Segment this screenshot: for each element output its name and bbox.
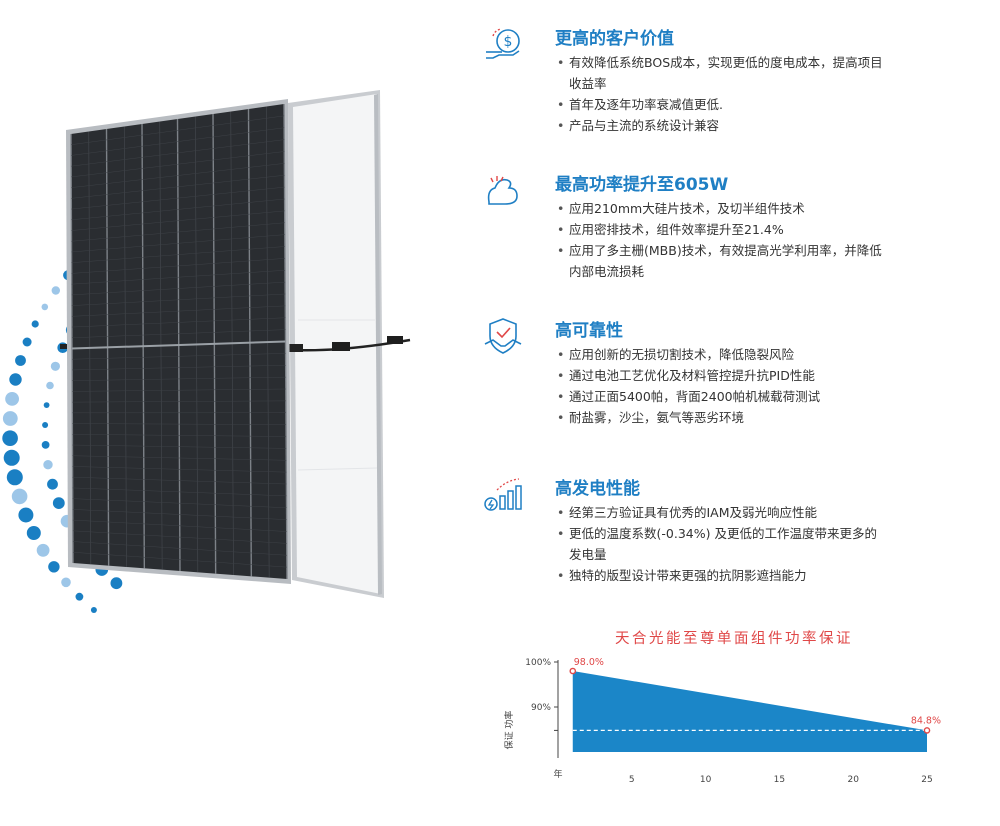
x-tick-label: 15 (774, 775, 785, 785)
decor-dot (61, 577, 71, 588)
decor-dot (46, 381, 54, 390)
decor-dot (43, 402, 50, 408)
data-label-start: 98.0% (574, 657, 604, 668)
feature-title: 高可靠性 (555, 321, 623, 341)
decor-dot (36, 543, 50, 557)
decor-dot (110, 577, 123, 590)
feature-bullets: 有效降低系统BOS成本，实现更低的度电成本，提高项目收益率 首年及逐年功率衰减值… (555, 52, 885, 136)
list-item: 应用210mm大硅片技术，及切半组件技术 (555, 198, 885, 219)
decor-dot (15, 355, 26, 366)
list-item: 应用密排技术，组件效率提升至21.4% (555, 219, 885, 240)
list-item: 产品与主流的系统设计兼容 (555, 115, 885, 136)
x-tick-label: 20 (847, 775, 859, 785)
list-item: 经第三方验证具有优秀的IAM及弱光响应性能 (555, 502, 885, 523)
data-label-end: 84.8% (911, 715, 941, 726)
list-item: 通过正面5400帕，背面2400帕机械载荷测试 (555, 386, 885, 407)
svg-text:$: $ (504, 34, 513, 50)
decor-dot (43, 460, 53, 470)
decor-dot (2, 411, 18, 426)
decor-dot (75, 592, 84, 601)
decor-dot (11, 488, 28, 505)
list-item: 通过电池工艺优化及材料管控提升抗PID性能 (555, 365, 885, 386)
feature-title: 高发电性能 (555, 479, 640, 499)
muscle-arm-icon (487, 176, 518, 205)
list-item: 耐盐雾，沙尘，氨气等恶劣环境 (555, 407, 885, 428)
warranty-chart: 100% 90% 5 10 15 20 25 保证 功率 年 98.0% 84.8% (503, 657, 941, 785)
decor-dot (6, 469, 23, 486)
decor-dot (42, 422, 49, 428)
data-point-start (569, 667, 577, 675)
decor-dot (48, 561, 60, 573)
feature-bullets: 应用创新的无损切割技术，降低隐裂风险 通过电池工艺优化及材料管控提升抗PID性能… (555, 344, 885, 428)
decor-dot (5, 392, 19, 406)
list-item: 应用了多主栅(MBB)技术，有效提高光学利用率，并降低内部电流损耗 (555, 240, 885, 282)
money-hand-icon: $ (486, 28, 520, 59)
feature-bullets: 应用210mm大硅片技术，及切半组件技术 应用密排技术，组件效率提升至21.4%… (555, 198, 885, 282)
decor-dot (26, 526, 41, 540)
shield-handshake-icon (484, 318, 522, 354)
x-tick-label: 5 (629, 775, 635, 785)
decor-dot (22, 337, 32, 347)
decor-dot (18, 507, 34, 523)
feature-title: 更高的客户价值 (555, 29, 674, 49)
decor-dot (52, 497, 65, 509)
solar-panel-front (66, 99, 291, 584)
decor-dot (90, 607, 97, 613)
x-tick-label: 10 (700, 775, 712, 785)
chart-title: 天合光能至尊单面组件功率保证 (615, 631, 853, 647)
decor-dot (51, 286, 60, 295)
decor-dot (2, 430, 18, 447)
x-tick-label: 25 (921, 775, 932, 785)
junction-cable (60, 336, 411, 352)
list-item: 更低的温度系数(-0.34%) 及更低的工作温度带来更多的发电量 (555, 523, 885, 565)
y-axis-label: 保证 功率 (503, 711, 515, 750)
list-item: 有效降低系统BOS成本，实现更低的度电成本，提高项目收益率 (555, 52, 885, 94)
decor-dot (41, 441, 50, 449)
product-artwork (2, 90, 411, 613)
y-tick-label: 90% (531, 703, 551, 713)
data-point-end (923, 727, 931, 734)
feature-title: 最高功率提升至605W (555, 175, 729, 195)
decor-dot (41, 303, 49, 311)
feature-bullets: 经第三方验证具有优秀的IAM及弱光响应性能 更低的温度系数(-0.34%) 及更… (555, 502, 885, 586)
decor-dot (3, 449, 20, 466)
energy-bars-icon (484, 478, 522, 511)
warranty-area (572, 671, 927, 752)
decor-dot (50, 361, 61, 371)
list-item: 应用创新的无损切割技术，降低隐裂风险 (555, 344, 885, 365)
y-tick-label: 100% (525, 658, 551, 668)
decor-dot (9, 373, 22, 386)
decor-dot (31, 320, 39, 328)
decor-dot (47, 478, 58, 490)
list-item: 独特的版型设计带来更强的抗阴影遮挡能力 (555, 565, 885, 586)
list-item: 首年及逐年功率衰减值更低. (555, 94, 885, 115)
x-axis-label: 年 (553, 768, 562, 780)
